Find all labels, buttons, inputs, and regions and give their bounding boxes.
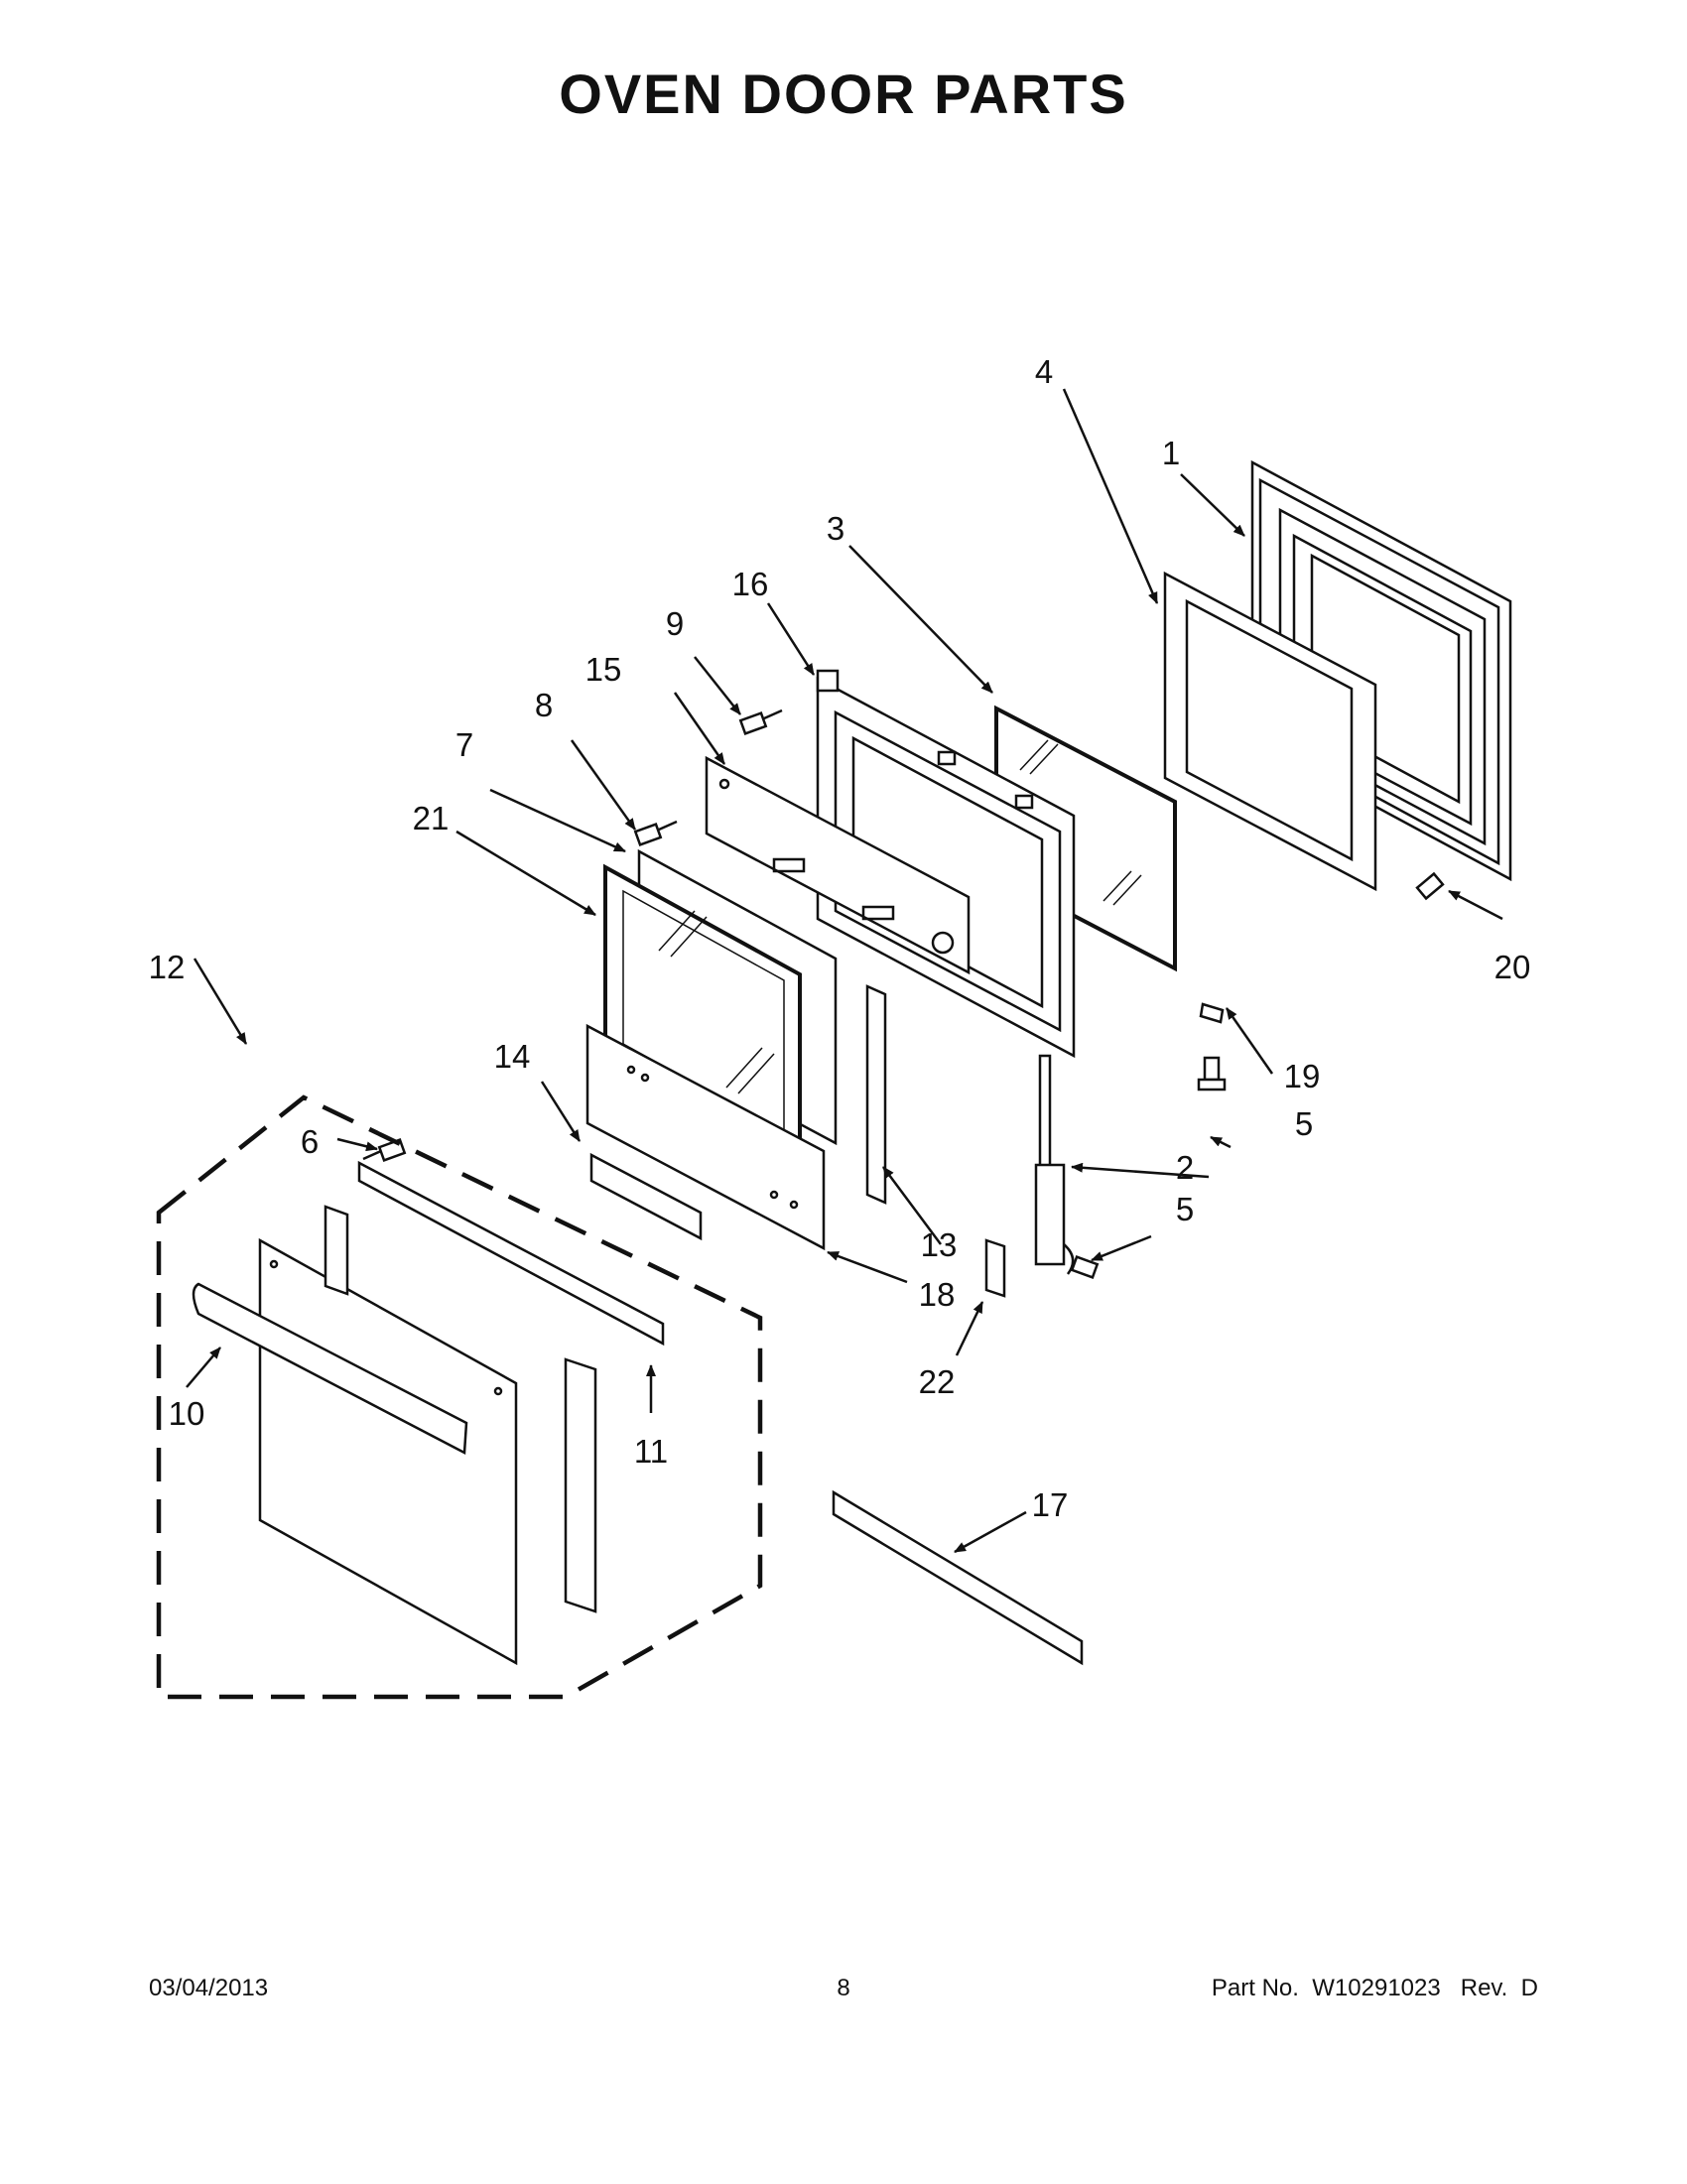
revision-value: D <box>1520 1975 1538 2001</box>
part-hinge <box>1034 1054 1075 1275</box>
part-upper-trim <box>585 1023 826 1251</box>
callout-21: 21 <box>413 800 450 836</box>
part-door-assembly-outline <box>156 1094 763 1700</box>
part-outer-door-panel <box>258 1237 518 1666</box>
callout-5-upper: 5 <box>1295 1105 1313 1142</box>
callout-19: 19 <box>1284 1058 1321 1094</box>
callout-15: 15 <box>585 651 622 688</box>
part-screw-20 <box>1415 871 1445 901</box>
part-door-gasket <box>1163 571 1377 892</box>
part-number-label: Part No. <box>1211 1975 1299 2001</box>
callout-20: 20 <box>1494 949 1531 985</box>
part-bottom-bracket <box>589 1152 703 1241</box>
part-door-handle <box>192 1282 468 1455</box>
callout-22: 22 <box>919 1363 956 1400</box>
callout-3: 3 <box>827 510 844 547</box>
footer-part-number: Part No. W10291023 Rev. D <box>1212 1975 1538 2002</box>
part-side-trim-left <box>324 1205 349 1296</box>
callout-10: 10 <box>169 1395 205 1432</box>
part-screw-9 <box>738 708 783 735</box>
part-bottom-seal <box>832 1489 1084 1666</box>
callout-9: 9 <box>666 605 684 642</box>
callout-11: 11 <box>634 1433 668 1470</box>
callout-16: 16 <box>732 566 769 602</box>
callout-14: 14 <box>494 1038 531 1075</box>
part-hinge-receptacle <box>984 1238 1006 1298</box>
callout-7: 7 <box>455 726 473 763</box>
part-door-rod <box>357 1160 665 1347</box>
callout-12: 12 <box>149 949 186 985</box>
callout-labels: 1 4 3 16 9 15 8 7 21 12 14 6 20 19 5 2 5… <box>149 353 1531 1523</box>
callout-8: 8 <box>535 687 553 723</box>
part-side-channel <box>865 984 887 1205</box>
callout-1: 1 <box>1162 435 1180 471</box>
callout-18: 18 <box>919 1276 956 1313</box>
part-vent-bracket <box>705 755 971 975</box>
callout-2: 2 <box>1176 1149 1194 1186</box>
part-screw-5-upper <box>1197 1056 1227 1092</box>
callout-5-lower: 5 <box>1176 1191 1194 1227</box>
page-title: OVEN DOOR PARTS <box>559 63 1128 125</box>
part-side-trim-right <box>564 1357 597 1613</box>
part-screw-5-lower <box>1070 1255 1100 1279</box>
callout-6: 6 <box>301 1123 319 1160</box>
callout-17: 17 <box>1032 1486 1069 1523</box>
part-screw-8 <box>633 820 678 846</box>
footer-page-number: 8 <box>837 1975 850 2001</box>
leader-arrows <box>186 388 1503 1554</box>
callout-13: 13 <box>921 1226 958 1263</box>
callout-4: 4 <box>1035 353 1053 390</box>
revision-label: Rev. <box>1460 1975 1508 2001</box>
footer-date: 03/04/2013 <box>149 1975 269 2001</box>
part-number-value: W10291023 <box>1312 1975 1441 2001</box>
part-clip <box>1199 1002 1225 1024</box>
